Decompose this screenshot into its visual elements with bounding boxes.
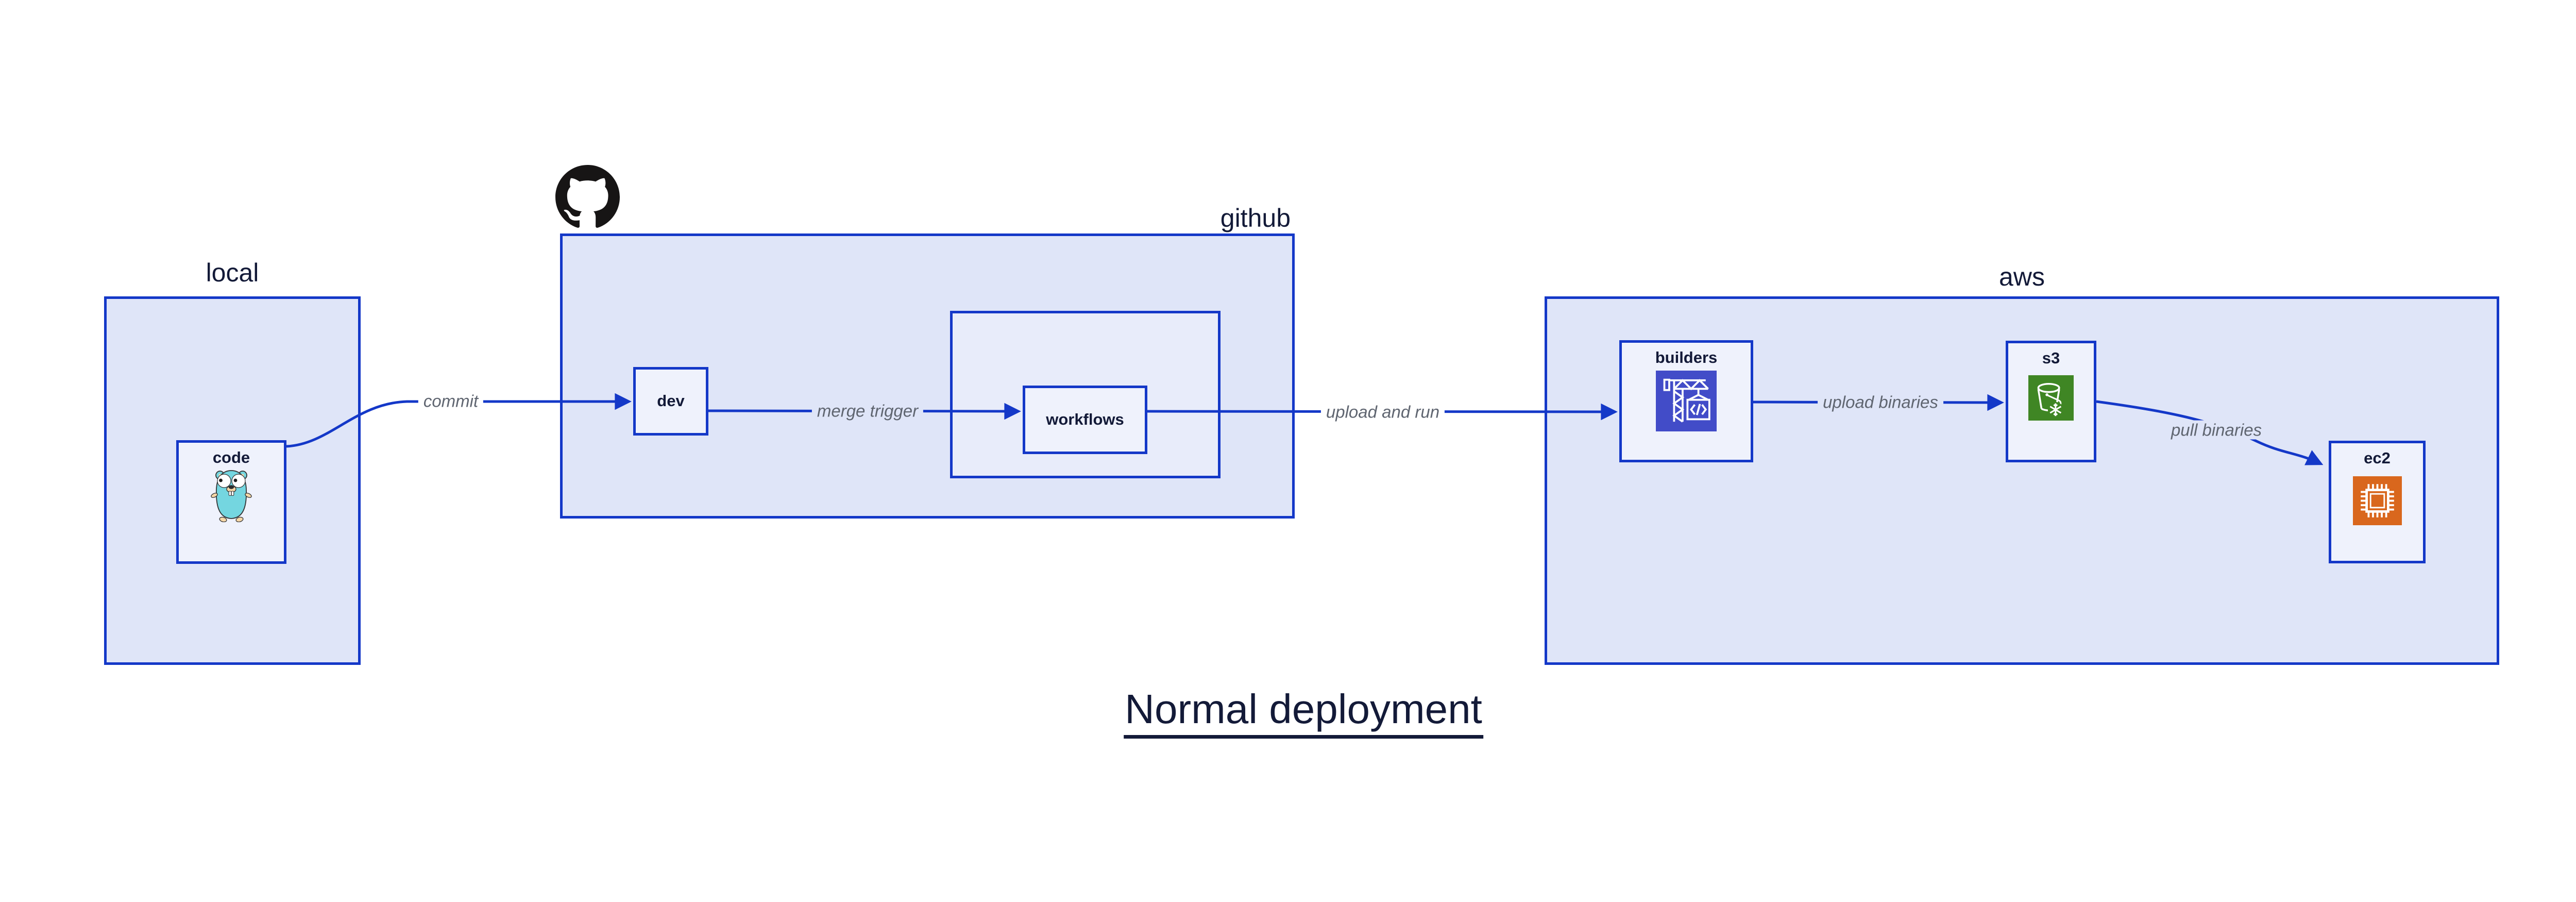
github-octocat-icon <box>555 165 620 229</box>
workflows-node-label: workflows <box>1046 410 1124 429</box>
merge-trigger-edge-label: merge trigger <box>811 401 924 421</box>
dev-branch-box: dev <box>633 367 708 436</box>
s3-node-label: s3 <box>2042 349 2060 367</box>
go-gopher-icon <box>210 469 253 525</box>
ec2-chip-icon <box>2352 476 2402 528</box>
builders-node-label: builders <box>1655 348 1718 366</box>
ec2-node-label: ec2 <box>2364 449 2391 467</box>
diagram-title: Normal deployment <box>1124 689 1483 739</box>
codebuild-crane-icon <box>1656 371 1717 434</box>
builders-node-box: builders <box>1619 340 1753 462</box>
dev-branch-label: dev <box>657 392 685 410</box>
aws-group-heading: aws <box>1999 262 2045 291</box>
s3-node-box: s3 <box>2006 341 2096 462</box>
upload-binaries-edge-label: upload binaries <box>1818 392 1943 412</box>
s3-glacier-bucket-icon <box>2028 375 2074 423</box>
code-node-box: code <box>176 440 286 564</box>
github-group-heading: github <box>1220 204 1291 232</box>
upload-and-run-edge-label: upload and run <box>1320 402 1445 422</box>
local-group-heading: local <box>206 258 259 287</box>
pull-binaries-edge-label: pull binaries <box>2165 420 2267 440</box>
ec2-node-box: ec2 <box>2329 441 2426 563</box>
workflows-node-box: workflows <box>1023 386 1147 454</box>
code-node-label: code <box>212 448 250 466</box>
commit-edge-label: commit <box>418 391 484 411</box>
